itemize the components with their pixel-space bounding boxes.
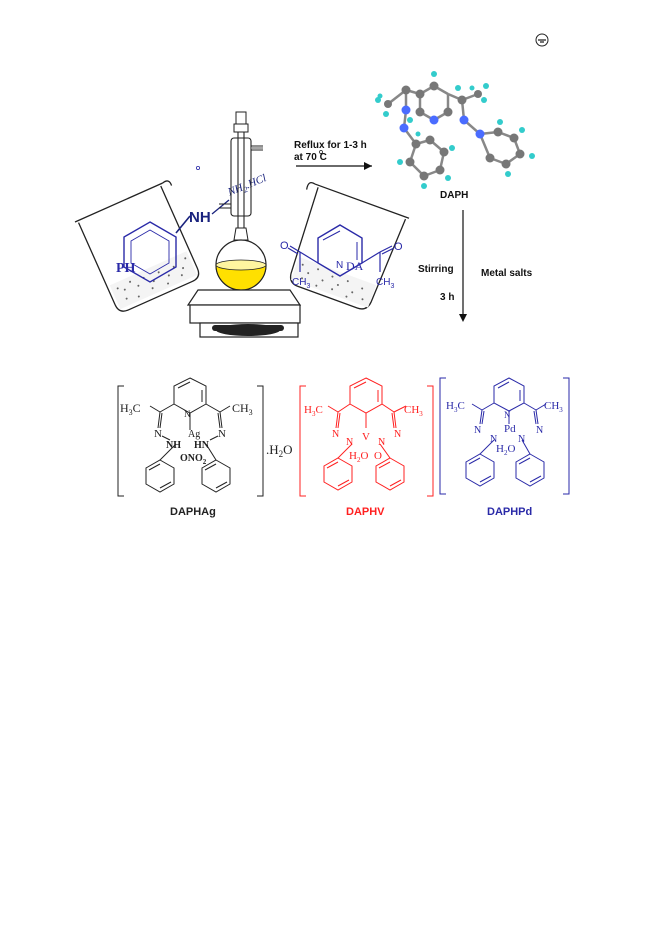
da-beaker: N O CH3 O CH3 DA [280,182,410,310]
reflux-arrow: Reflux for 1-3 h at 70 C [294,140,372,170]
ph-label: PH [116,261,136,276]
daphv-ch3-left: H3C [304,404,323,418]
complex-daphv-labels: H3C CH3 N N N N V H2O O DAPHV [304,404,423,518]
daphpd-n4: N [518,434,525,445]
daphag-n-py: N [184,409,191,419]
daphv-oxo: O [374,450,382,462]
da-label: DA [346,259,364,273]
reflux-apparatus [186,111,302,338]
daphpd-ch3-right: CH3 [544,400,563,414]
metalation-arrow: Stirring Metal salts 3 h [418,210,533,322]
daphag-label: DAPHAg [170,506,216,518]
daphv-n2: N [394,429,401,440]
ph-nh2-subscript: 2 [242,185,249,195]
daphpd-n2: N [536,425,543,436]
daphpd-n-py: N [504,410,511,420]
daphpd-metal: Pd [504,423,516,435]
daphv-metal: V [362,431,370,443]
time-label: 3 h [440,292,454,303]
daph-molecule-model: DAPH [375,71,535,201]
complex-daphpd [439,377,570,495]
daphpd-label: DAPHPd [487,506,532,518]
daphpd-ch3-left: H3C [446,400,465,414]
da-o-right: O [394,241,403,253]
daphag-n1: N [154,428,162,440]
daphag-metal: Ag [188,429,200,440]
circle-dot-icon [535,33,549,47]
complex-daphv [299,377,434,497]
daphv-label: DAPHV [346,506,385,518]
reflux-label-line2: at 70 C [294,152,327,163]
ph-hcl-label: .HCl [244,172,268,191]
daphag-ch3-right: CH3 [232,401,253,417]
daphag-ch3-left: H3C [120,401,141,417]
daphv-n1: N [332,429,339,440]
reflux-label-line1: Reflux for 1-3 h [294,140,367,151]
complex-daphag [117,377,264,497]
da-n-label: N [336,260,343,271]
daph-label: DAPH [440,190,468,201]
daphag-nh: NH [166,440,181,451]
da-ch3-right: CH3 [376,277,394,290]
daphag-n2: N [218,428,226,440]
metal-salts-label: Metal salts [481,268,533,279]
da-ch3-left: CH3 [292,277,310,290]
daphpd-n3: N [490,434,497,445]
daphag-anion: ONO2 [180,453,207,466]
daphag-hn: HN [194,440,210,451]
svg-text:NH2.HCl: NH2.HCl [225,172,269,200]
complex-daphag-labels: H3C CH3 N N N Ag NH HN ONO2 .H2O DAPHAg [120,401,293,518]
daphpd-n1: N [474,425,481,436]
stirring-label: Stirring [418,264,454,275]
da-o-left: O [280,240,289,252]
degree-mark [195,165,200,170]
daphv-n3: N [346,437,353,448]
daphv-n4: N [378,437,385,448]
daphv-ch3-right: CH3 [404,404,423,418]
daphv-water: H2O [349,450,368,464]
daphpd-water: H2O [496,443,515,457]
complex-daphpd-labels: H3C CH3 N N N N N Pd H2O DAPHPd [446,400,563,518]
daphag-hydrate: .H2O [266,442,293,459]
ph-nh-label: NH [189,209,211,226]
